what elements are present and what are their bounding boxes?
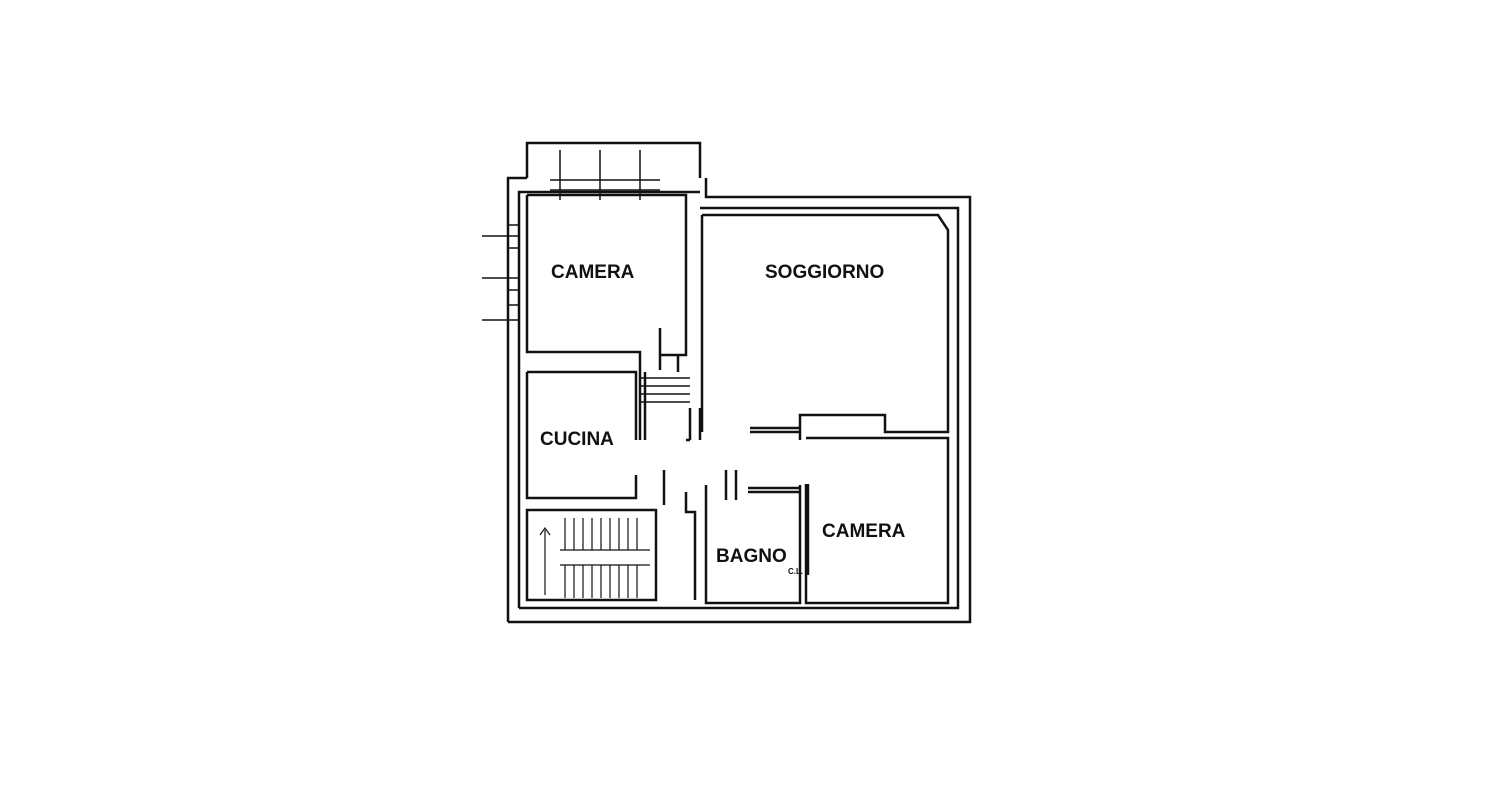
outer-wall xyxy=(508,178,972,624)
camera-1-walls xyxy=(525,193,688,372)
bagno-mark: C.L. xyxy=(788,567,803,576)
inner-wall-outline xyxy=(519,206,960,610)
room-label-cucina: CUCINA xyxy=(540,429,614,450)
camera-1-stub xyxy=(658,328,680,372)
stairwell-walls xyxy=(525,508,658,602)
bagno-door xyxy=(684,492,697,600)
balcony xyxy=(525,141,702,178)
room-label-camera-2: CAMERA xyxy=(822,521,906,542)
room-label-camera-1: CAMERA xyxy=(551,262,635,283)
stairwell-steps xyxy=(560,518,650,598)
bagno-walls xyxy=(704,485,802,605)
hall-stub-1 xyxy=(662,470,738,505)
soggiorno-walls xyxy=(700,213,950,440)
camera-2-walls xyxy=(804,436,950,605)
bagno-top xyxy=(748,486,800,494)
room-label-soggiorno: SOGGIORNO xyxy=(765,262,884,283)
soggiorno-door-line xyxy=(750,426,800,434)
left-window-marks xyxy=(482,224,520,321)
walls xyxy=(482,141,972,624)
top-window-marks xyxy=(550,150,660,200)
cucina-walls xyxy=(525,370,638,500)
outer-wall-left xyxy=(506,176,527,622)
stair-steps xyxy=(640,377,690,403)
corridor-walls xyxy=(686,408,702,442)
cucina-wall-thick xyxy=(638,372,647,440)
stairwell-arrow xyxy=(539,526,551,595)
room-label-bagno: BAGNO xyxy=(716,546,787,567)
